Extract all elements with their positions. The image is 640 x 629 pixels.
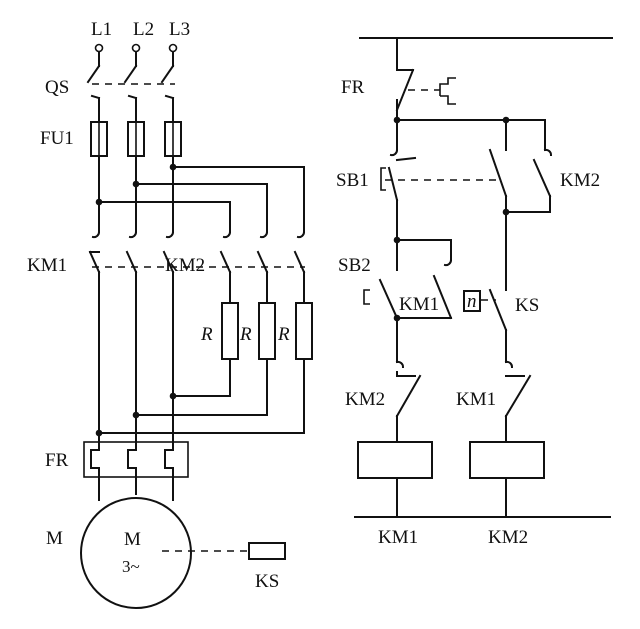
label-km2-main: KM2	[165, 255, 205, 276]
ks-control-contact	[463, 211, 508, 363]
label-fr-ctrl: FR	[341, 77, 365, 98]
label-sb2: SB2	[338, 255, 371, 276]
label-l3: L3	[169, 19, 190, 40]
sb1-button	[380, 119, 500, 241]
label-km2-ctrl-top: KM2	[560, 170, 600, 191]
main-circuit	[80, 43, 313, 609]
km1-interlock-contact	[504, 360, 532, 443]
km2-hold-contact	[488, 119, 552, 216]
label-qs: QS	[45, 77, 69, 98]
km2-main-contacts	[219, 230, 306, 304]
label-r2: R	[239, 324, 252, 345]
label-km2-nc: KM2	[345, 389, 385, 410]
km1-main-contacts	[88, 230, 175, 441]
label-l1: L1	[91, 19, 112, 40]
braking-resistors	[95, 302, 313, 437]
label-sb1: SB1	[336, 170, 369, 191]
label-n-speed: n	[467, 291, 477, 312]
diagram-labels: L1 L2 L3 QS FU1 KM1 KM2 R R R FR M M 3~ …	[27, 19, 600, 592]
sb2-button	[363, 236, 453, 363]
fu1-fuses	[90, 121, 182, 157]
motor	[80, 497, 192, 609]
km1-coil	[357, 441, 433, 479]
label-fr-main: FR	[45, 450, 69, 471]
label-fu1: FU1	[40, 128, 74, 149]
label-m: M	[46, 528, 63, 549]
km2-coil	[469, 441, 545, 479]
supply-terminals	[94, 43, 178, 67]
label-r3: R	[277, 324, 290, 345]
label-motor-phase: 3~	[122, 557, 140, 576]
label-coil-km2: KM2	[488, 527, 528, 548]
label-km1-nc: KM1	[456, 389, 496, 410]
control-circuit	[354, 37, 613, 518]
qs-switch	[86, 64, 175, 123]
label-motor-m: M	[124, 529, 141, 550]
fr-thermal-relay	[83, 441, 189, 501]
km2-branch-feeds	[95, 163, 305, 233]
km2-interlock-contact	[395, 360, 422, 443]
fr-control-contact	[395, 37, 456, 121]
label-l2: L2	[133, 19, 154, 40]
label-km1-main: KM1	[27, 255, 67, 276]
label-km1-interlock: KM1	[399, 294, 439, 315]
label-r1: R	[200, 324, 213, 345]
label-ks-ctrl: KS	[515, 295, 539, 316]
ks-speed-relay	[248, 542, 286, 560]
label-coil-km1: KM1	[378, 527, 418, 548]
label-ks-main: KS	[255, 571, 279, 592]
